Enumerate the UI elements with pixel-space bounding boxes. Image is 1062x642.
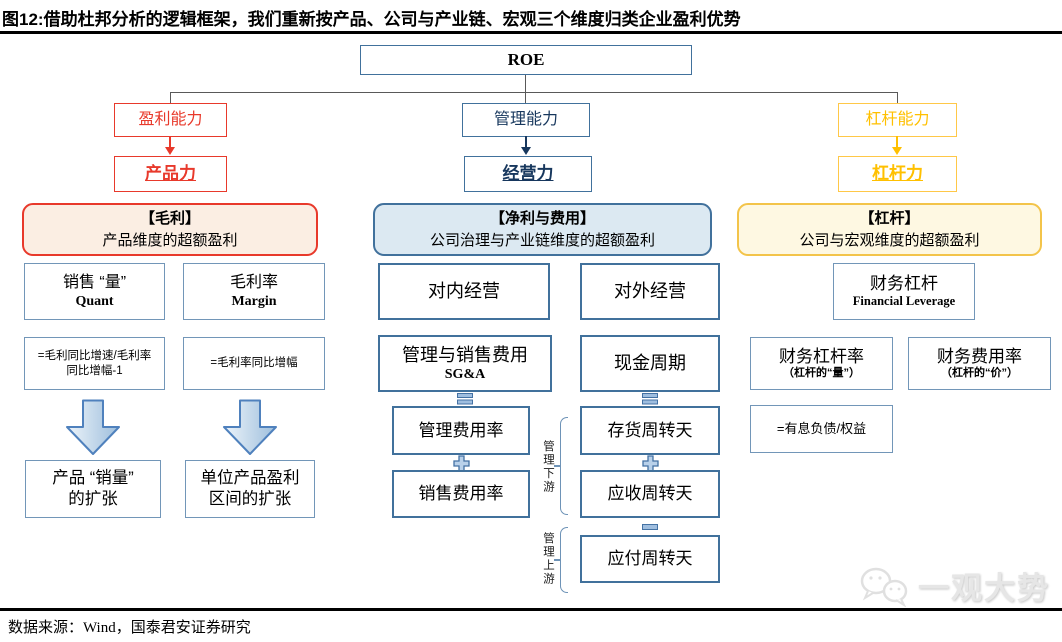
node-label: 杠杆力 (872, 164, 923, 184)
node-margin-outcome: 单位产品盈利 区间的扩张 (185, 460, 315, 518)
node-profit-ability: 盈利能力 (114, 103, 227, 137)
node-sublabel: （杠杆的“量”） (783, 367, 860, 380)
down-arrow-icon (521, 136, 531, 155)
roe-node: ROE (360, 45, 692, 75)
node-label-en: Margin (231, 293, 277, 309)
upstream-brace-tick (554, 559, 560, 561)
group-title: 【净利与费用】 (489, 209, 595, 227)
node-manage-ability: 管理能力 (462, 103, 590, 137)
node-sga: 管理与销售费用 SG&A (378, 335, 552, 392)
node-label-cn: 财务杠杆 (870, 274, 938, 294)
group-subtitle: 公司与宏观维度的超额盈利 (799, 231, 980, 249)
node-label: 财务费用率 (937, 347, 1022, 366)
connector-line (525, 75, 526, 92)
watermark-text: 一观大势 (918, 571, 1050, 606)
group-net-profit-expense: 【净利与费用】 公司治理与产业链维度的超额盈利 (373, 203, 712, 256)
node-sublabel: （杠杆的“价”） (941, 367, 1018, 380)
wechat-icon (860, 567, 908, 607)
node-label: 管理能力 (493, 111, 558, 128)
node-leverage-power: 杠杆力 (838, 156, 957, 192)
node-inventory-days: 存货周转天 (580, 406, 720, 455)
connector-line (170, 92, 171, 103)
node-quant-formula: =毛利同比增速/毛利率同比增幅-1 (24, 337, 165, 390)
equals-icon (457, 393, 473, 405)
connector-line (170, 92, 898, 93)
down-arrow-icon (165, 136, 175, 155)
roe-label: ROE (507, 50, 545, 70)
block-down-arrow-icon (223, 399, 277, 455)
node-label-cn: 管理与销售费用 (402, 344, 528, 365)
node-label: 产品力 (145, 164, 196, 184)
node-leverage-ratio: 财务杠杆率 （杠杆的“量”） (750, 337, 893, 390)
node-external-operation: 对外经营 (580, 263, 720, 320)
node-label: 应付周转天 (607, 549, 693, 569)
node-internal-operation: 对内经营 (378, 263, 550, 320)
node-label-en: SG&A (444, 367, 486, 382)
formula-text: =有息负债/权益 (776, 420, 867, 436)
figure-title: 图12:借助杜邦分析的逻辑框架，我们重新按产品、公司与产业链、宏观三个维度归类企… (2, 10, 741, 29)
group-subtitle: 产品维度的超额盈利 (102, 231, 238, 249)
node-label-cn: 毛利率 (229, 273, 278, 291)
title-rule (0, 31, 1062, 34)
downstream-brace-tick (554, 465, 560, 467)
node-product-power: 产品力 (114, 156, 227, 192)
equals-icon (642, 393, 658, 405)
formula-text: =毛利同比增速/毛利率同比增幅-1 (37, 350, 152, 377)
node-gross-margin: 毛利率 Margin (183, 263, 325, 320)
node-label: 盈利能力 (138, 111, 203, 128)
node-label-en: Quant (75, 293, 114, 309)
node-label: 现金周期 (614, 353, 686, 374)
group-title: 【毛利】 (139, 209, 200, 227)
node-label-en: Financial Leverage (852, 294, 956, 309)
node-label-cn: 销售 “量” (62, 273, 127, 291)
node-label: 对外经营 (614, 281, 686, 302)
connector-line (897, 92, 898, 103)
node-label: 经营力 (502, 164, 554, 184)
label-manage-upstream: 管理上游 (542, 532, 554, 586)
formula-text: =毛利率同比增幅 (210, 357, 298, 370)
down-arrow-icon (892, 136, 902, 155)
group-title: 【杠杆】 (859, 209, 920, 227)
label-manage-downstream: 管理下游 (542, 440, 554, 494)
node-payable-days: 应付周转天 (580, 535, 720, 583)
source-note: 数据来源：Wind，国泰君安证券研究 (8, 620, 251, 636)
node-label: 单位产品盈利 (200, 469, 300, 488)
group-subtitle: 公司治理与产业链维度的超额盈利 (429, 231, 655, 249)
node-label: 产品 “销量” (52, 469, 134, 488)
block-down-arrow-icon (66, 399, 120, 455)
node-label: 对内经营 (428, 281, 500, 302)
node-admin-expense-ratio: 管理费用率 (392, 406, 530, 455)
node-label: 应收周转天 (607, 484, 693, 504)
node-label: 存货周转天 (607, 420, 693, 440)
node-leverage-ability: 杠杆能力 (838, 103, 957, 137)
connector-line (525, 92, 526, 103)
node-label: 财务杠杆率 (779, 347, 864, 366)
node-sales-quant: 销售 “量” Quant (24, 263, 165, 320)
node-leverage-formula: =有息负债/权益 (750, 405, 893, 453)
node-label: 销售费用率 (418, 484, 504, 504)
node-finance-expense-ratio: 财务费用率 （杠杆的“价”） (908, 337, 1051, 390)
watermark: 一观大势 (858, 563, 1050, 608)
minus-icon (642, 524, 658, 530)
footer-rule (0, 608, 1062, 611)
node-margin-formula: =毛利率同比增幅 (183, 337, 325, 390)
node-receivable-days: 应收周转天 (580, 470, 720, 518)
node-financial-leverage: 财务杠杆 Financial Leverage (833, 263, 975, 320)
node-label: 的扩张 (68, 490, 118, 508)
downstream-brace (560, 417, 568, 515)
node-label: 区间的扩张 (208, 490, 292, 508)
group-leverage: 【杠杆】 公司与宏观维度的超额盈利 (737, 203, 1042, 256)
node-label: 杠杆能力 (865, 111, 930, 128)
node-label: 管理费用率 (418, 420, 504, 440)
node-quant-outcome: 产品 “销量” 的扩张 (25, 460, 161, 518)
node-cash-cycle: 现金周期 (580, 335, 720, 392)
upstream-brace (560, 527, 568, 593)
node-selling-expense-ratio: 销售费用率 (392, 470, 530, 518)
group-gross-profit: 【毛利】 产品维度的超额盈利 (22, 203, 318, 256)
node-operating-power: 经营力 (464, 156, 592, 192)
